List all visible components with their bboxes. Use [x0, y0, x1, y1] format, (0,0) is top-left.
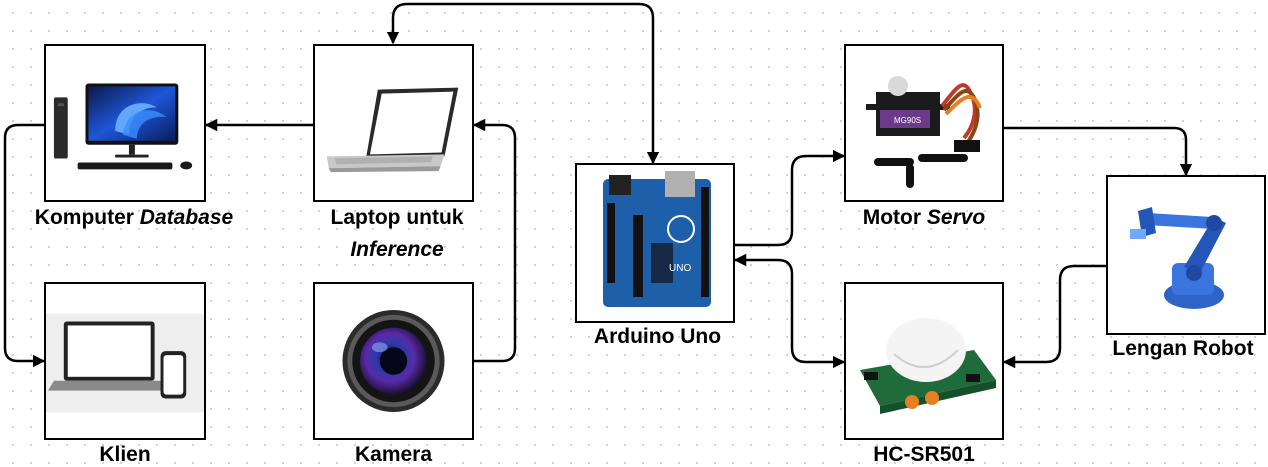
servo-label-italic: Servo: [926, 206, 986, 229]
arrow-komputer-to-klien: [3, 123, 46, 368]
klien-label: Klien: [99, 443, 151, 466]
node-klien: [44, 282, 206, 440]
komputer-label: Komputer Database: [16, 206, 252, 230]
node-lengan-robot: [1106, 175, 1266, 335]
pir-sensor-icon: [860, 318, 996, 414]
node-komputer-database: [44, 44, 206, 202]
servo-motor-icon: MG90S: [866, 76, 982, 188]
arrow-sensor-arduino-bidirectional: [733, 253, 846, 369]
laptop-label-line2: Inference: [300, 238, 494, 262]
node-arduino-uno: UNO: [575, 163, 735, 323]
laptop-icon: [326, 87, 459, 173]
kamera-label: Kamera: [354, 443, 433, 466]
arduino-label: Arduino Uno: [593, 325, 722, 348]
robot-arm-icon: [1130, 207, 1226, 309]
arrow-servo-to-lengan: [1004, 126, 1193, 177]
desktop-computer-icon: [53, 83, 193, 170]
komputer-label-text: Komputer: [34, 206, 140, 229]
laptop-label-italic: Inference: [350, 238, 444, 261]
servo-label-text: Motor: [862, 206, 927, 229]
node-kamera: [313, 282, 474, 440]
sensor-label: HC-SR501: [873, 443, 975, 466]
komputer-label-italic: Database: [139, 206, 234, 229]
node-motor-servo: MG90S: [844, 44, 1004, 202]
arrow-arduino-laptop-bidirectional: [386, 2, 660, 165]
arrow-arduino-to-servo: [735, 149, 846, 247]
node-hc-sr501: [844, 282, 1004, 440]
svg-text:UNO: UNO: [669, 263, 691, 274]
laptop-label-line1: Laptop untuk: [330, 206, 464, 229]
arduino-board-icon: UNO: [603, 171, 711, 307]
arrow-lengan-to-sensor: [1002, 264, 1106, 369]
node-laptop-inference: [313, 44, 474, 202]
camera-lens-icon: [342, 309, 445, 413]
servo-label: Motor Servo: [828, 206, 1020, 230]
laptop-phone-icon: [46, 313, 204, 413]
lengan-label: Lengan Robot: [1112, 337, 1254, 360]
svg-text:MG90S: MG90S: [894, 116, 921, 125]
